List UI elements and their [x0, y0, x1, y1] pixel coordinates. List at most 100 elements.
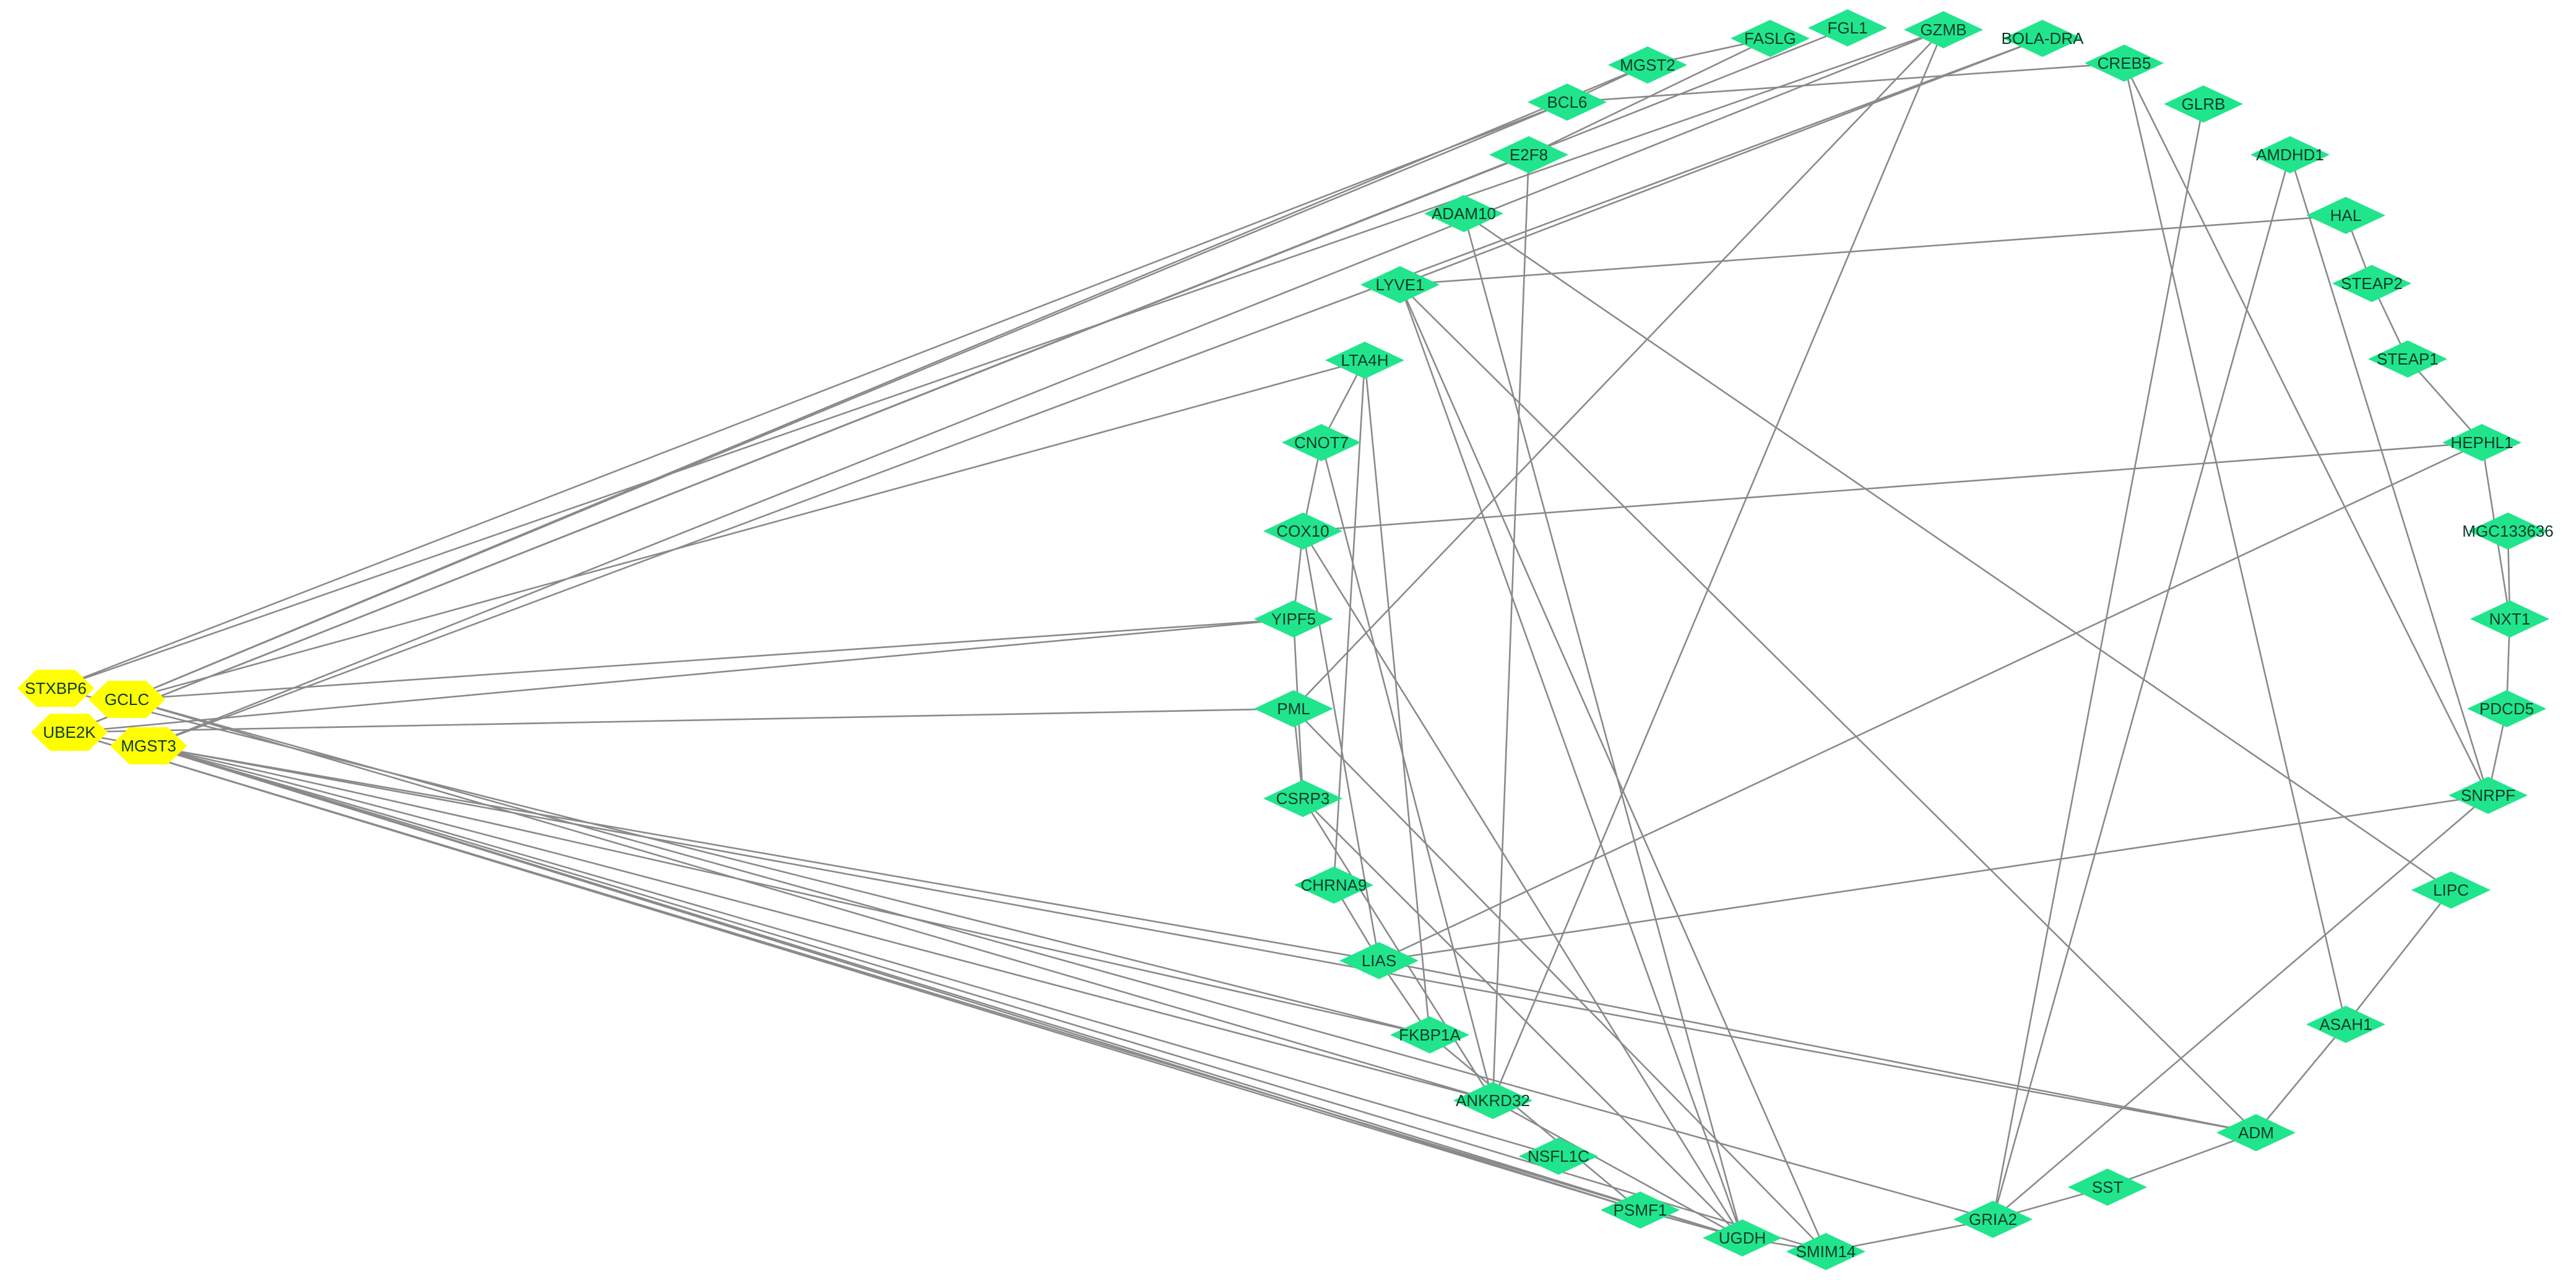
edge-gclc-lta4h: [126, 359, 1365, 701]
gene-node-creb5[interactable]: CREB5: [2085, 45, 2164, 82]
edge-gzmb-pml: [1293, 29, 1944, 709]
hub-node-ube2k[interactable]: UBE2K: [31, 714, 108, 751]
gene-node-pml[interactable]: PML: [1254, 690, 1333, 727]
edge-gclc-mgst2: [126, 64, 1648, 701]
gene-node-smim14[interactable]: SMIM14: [1786, 1233, 1865, 1270]
gene-node-sst[interactable]: SST: [2068, 1169, 2147, 1206]
node-label: MGC133636: [2462, 522, 2553, 540]
gene-node-asah1[interactable]: ASAH1: [2306, 1006, 2385, 1043]
gene-node-lipc[interactable]: LIPC: [2411, 871, 2491, 909]
node-label: YIPF5: [1271, 610, 1316, 628]
gene-node-csrp3[interactable]: CSRP3: [1263, 780, 1342, 817]
hub-node-stxbp6[interactable]: STXBP6: [17, 670, 94, 707]
gene-node-hal[interactable]: HAL: [2306, 197, 2385, 234]
edge-hal-lyve1: [1399, 214, 2346, 286]
edge-ube2k-fgl1: [69, 27, 1848, 733]
gene-node-lta4h[interactable]: LTA4H: [1325, 342, 1404, 379]
gene-node-faslg[interactable]: FASLG: [1731, 20, 1810, 57]
node-label: LTA4H: [1341, 351, 1388, 370]
gene-node-mgst2[interactable]: MGST2: [1608, 46, 1687, 84]
gene-node-fgl1[interactable]: FGL1: [1808, 9, 1887, 46]
gene-node-lias[interactable]: LIAS: [1339, 942, 1419, 979]
diamond-node-shape: [2003, 20, 2082, 57]
edge-snrpf-gria2: [1992, 795, 2489, 1220]
diamond-node-shape: [2470, 600, 2549, 638]
gene-node-yipf5[interactable]: YIPF5: [1254, 600, 1333, 638]
node-label: COX10: [1276, 522, 1329, 540]
diamond-node-shape: [1390, 1016, 1469, 1053]
edge-gclc-gria2: [126, 698, 1994, 1221]
gene-node-adm[interactable]: ADM: [2216, 1114, 2296, 1151]
gene-node-nxt1[interactable]: NXT1: [2470, 600, 2549, 638]
diamond-node-shape: [1601, 1191, 1680, 1229]
gene-node-mgc133636[interactable]: MGC133636: [2462, 512, 2554, 550]
diamond-node-shape: [1339, 942, 1419, 979]
diamond-node-shape: [2467, 690, 2546, 727]
edge-stxbp6-fkbp1a: [55, 687, 1430, 1036]
hub-node-mgst3[interactable]: MGST3: [110, 727, 187, 764]
edge-mgst3-gzmb: [148, 28, 1944, 747]
edge-ube2k-yipf5: [69, 618, 1294, 733]
node-label: LIAS: [1362, 951, 1396, 970]
diamond-node-shape: [2164, 85, 2243, 123]
edge-lipc-asah1: [2345, 889, 2452, 1025]
diamond-node-shape: [2216, 1114, 2296, 1151]
gene-node-bola-dra[interactable]: BOLA-DRA: [2002, 20, 2085, 57]
edge-hephl1-cox10: [1302, 441, 2483, 532]
node-label: PSMF1: [1614, 1201, 1667, 1219]
edge-mgst3-nsfl1c: [148, 745, 1559, 1157]
gene-node-snrpf[interactable]: SNRPF: [2448, 777, 2528, 814]
gene-node-gzmb[interactable]: GZMB: [1904, 11, 1983, 48]
hexagon-node-shape: [31, 714, 108, 751]
gene-node-amdhd1[interactable]: AMDHD1: [2250, 136, 2330, 173]
node-label: ADM: [2238, 1123, 2274, 1142]
gene-node-ankrd32[interactable]: ANKRD32: [1453, 1082, 1532, 1119]
node-label: GCLC: [105, 690, 149, 709]
node-label: UBE2K: [43, 723, 96, 742]
diamond-node-shape: [1786, 1233, 1865, 1270]
gene-node-nsfl1c[interactable]: NSFL1C: [1519, 1138, 1598, 1175]
edge-hephl1-lias: [1378, 441, 2483, 962]
diamond-node-shape: [1904, 11, 1983, 48]
gene-node-steap1[interactable]: STEAP1: [2368, 340, 2447, 378]
edge-stxbp6-gzmb: [55, 28, 1944, 690]
diamond-node-shape: [1282, 424, 1361, 461]
edge-fkbp1a-psmf1: [1429, 1034, 1641, 1211]
gene-node-ugdh[interactable]: UGDH: [1703, 1219, 1782, 1256]
hub-node-gclc[interactable]: GCLC: [89, 681, 165, 718]
gene-node-chrna9[interactable]: CHRNA9: [1294, 867, 1373, 904]
node-label: NSFL1C: [1528, 1147, 1589, 1165]
gene-node-hephl1[interactable]: HEPHL1: [2442, 424, 2522, 461]
node-label: CNOT7: [1294, 433, 1349, 452]
diamond-node-shape: [2411, 871, 2491, 909]
edge-cox10-ugdh: [1302, 530, 1744, 1239]
edge-adam10-lipc: [1463, 212, 2452, 891]
gene-node-glrb[interactable]: GLRB: [2164, 85, 2243, 123]
gene-node-cox10[interactable]: COX10: [1263, 512, 1342, 550]
gene-node-bcl6[interactable]: BCL6: [1528, 84, 1607, 121]
diamond-node-shape: [1254, 600, 1333, 638]
diamond-node-shape: [1528, 84, 1607, 121]
node-label: FASLG: [1744, 29, 1796, 48]
gene-node-pdcd5[interactable]: PDCD5: [2467, 690, 2546, 727]
node-label: GZMB: [1920, 20, 1966, 39]
edge-steap1-hephl1: [2407, 358, 2483, 443]
diamond-node-shape: [2306, 197, 2385, 234]
gene-node-fkbp1a[interactable]: FKBP1A: [1390, 1016, 1469, 1053]
diamond-node-shape: [2085, 45, 2164, 82]
diamond-node-shape: [2332, 265, 2411, 302]
gene-node-adam10[interactable]: ADAM10: [1424, 195, 1503, 232]
edge-ube2k-ugdh: [69, 731, 1743, 1239]
gene-node-steap2[interactable]: STEAP2: [2332, 265, 2411, 302]
edge-cox10-lias: [1302, 530, 1380, 961]
gene-node-e2f8[interactable]: E2F8: [1489, 136, 1568, 173]
gene-node-lyve1[interactable]: LYVE1: [1360, 266, 1440, 303]
edge-csrp3-ankrd32: [1302, 798, 1494, 1101]
gene-node-cnot7[interactable]: CNOT7: [1282, 424, 1361, 461]
gene-node-gria2[interactable]: GRIA2: [1953, 1201, 2033, 1238]
gene-node-psmf1[interactable]: PSMF1: [1601, 1191, 1680, 1229]
node-label: BOLA-DRA: [2002, 29, 2085, 48]
edge-glrb-gria2: [1992, 103, 2205, 1220]
node-label: PML: [1277, 699, 1310, 718]
